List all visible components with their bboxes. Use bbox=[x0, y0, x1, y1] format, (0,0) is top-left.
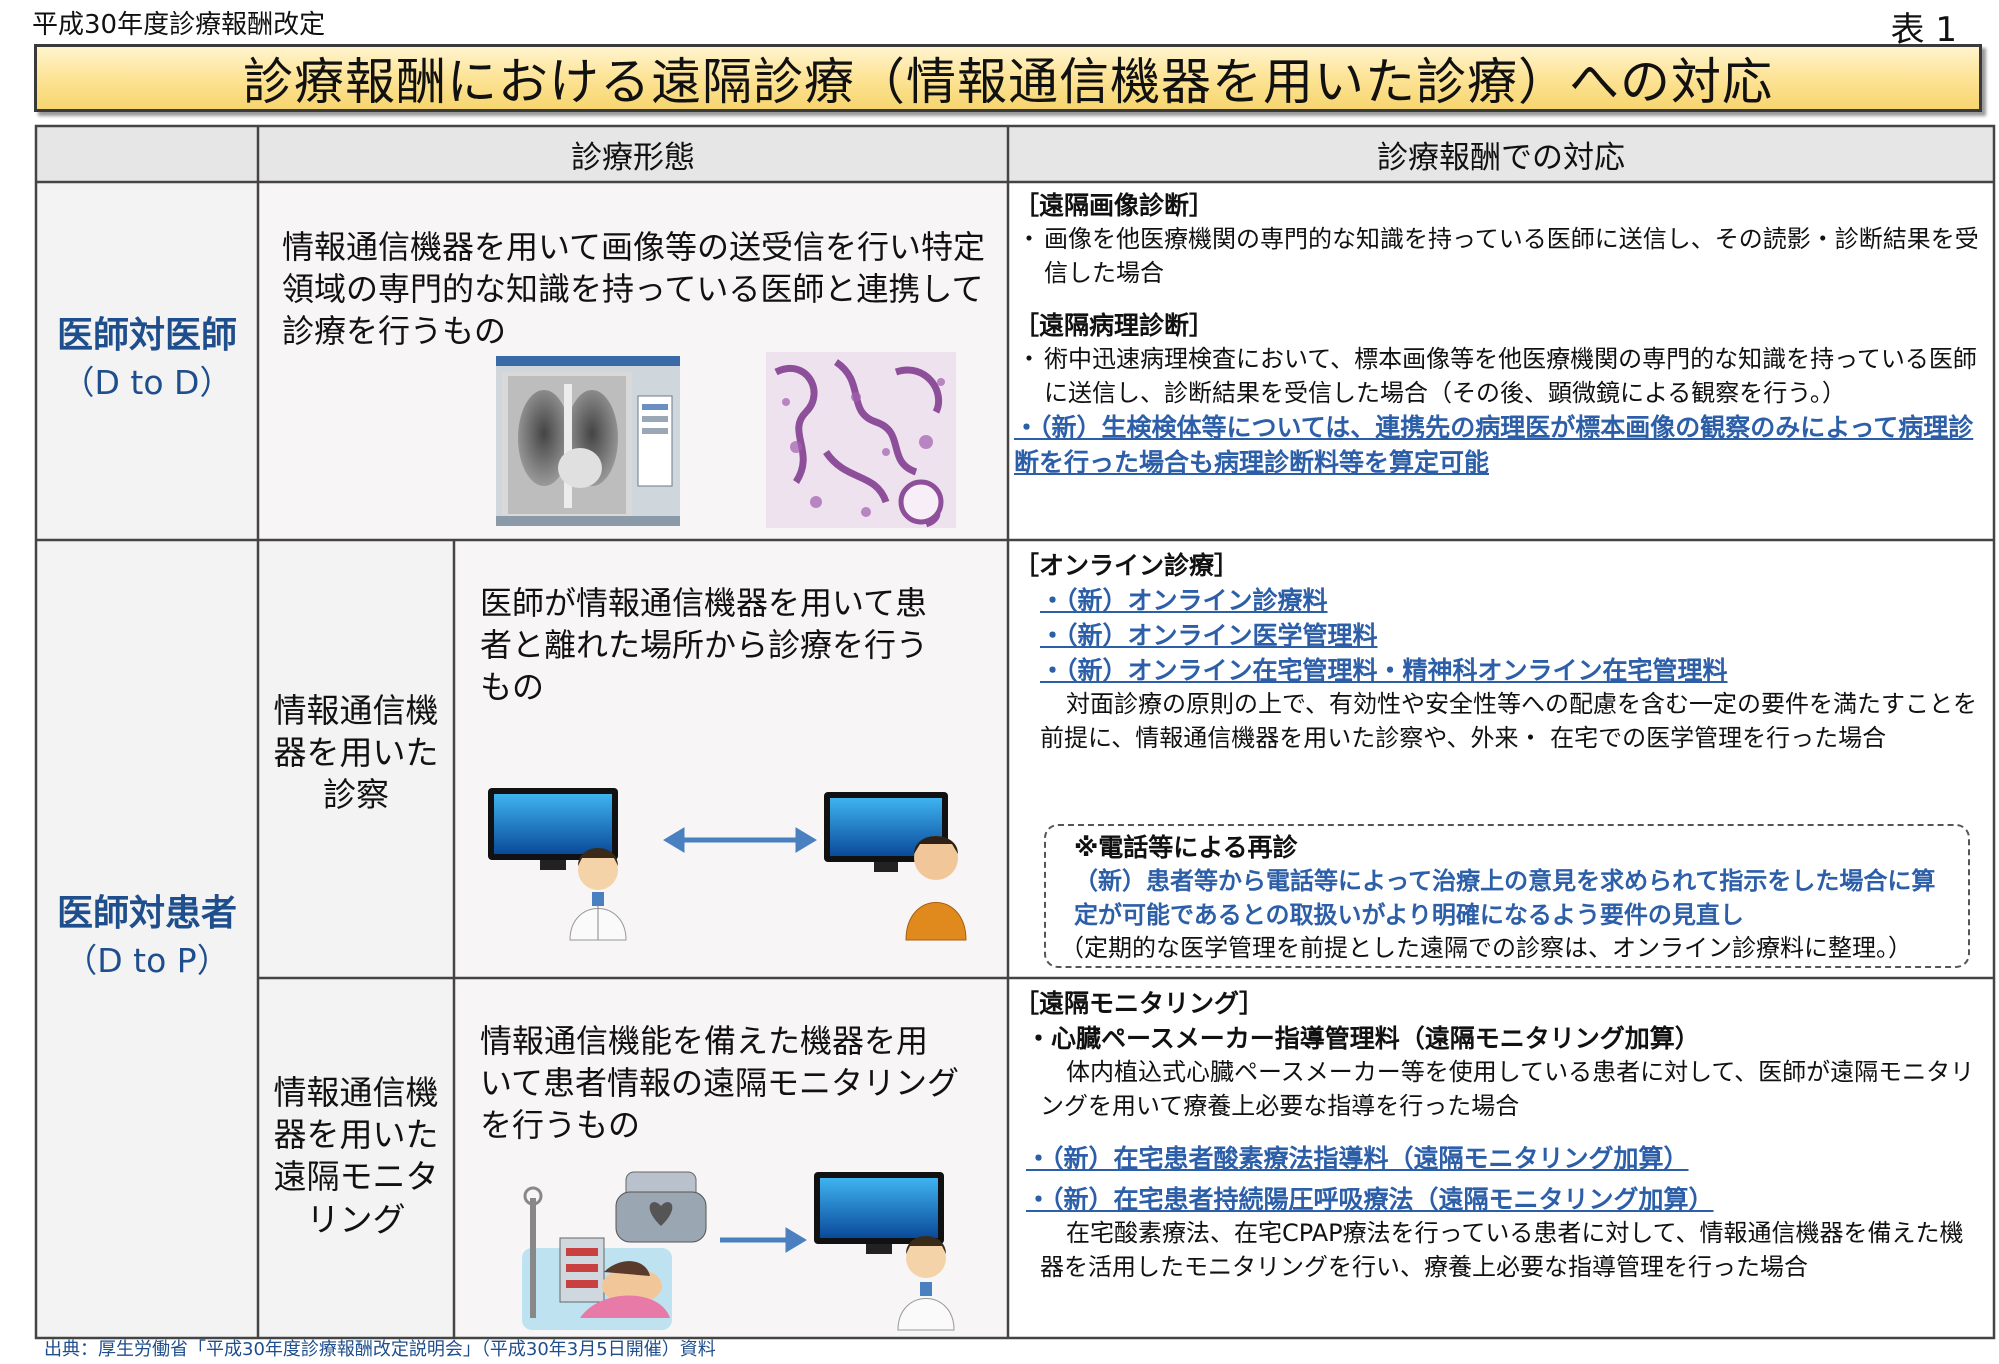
row-label-dtop: 医師対患者 （D to P） bbox=[36, 890, 258, 983]
online-response: ［オンライン診療］ ・（新）オンライン診療料 ・（新）オンライン医学管理料 ・（… bbox=[1014, 548, 1986, 755]
new-biopsy-note: ・（新）生検検体等については、連携先の病理医が標本画像の観察のみによって病理診断… bbox=[1014, 413, 1974, 478]
monitor-heading: ［遠隔モニタリング］ bbox=[1014, 989, 1265, 1018]
remote-pathology-item: ・術中迅速病理検査において、標本画像等を他医療機関の専門的な知識を持っている医師… bbox=[1014, 343, 1986, 410]
phone-revisit-note: （定期的な医学管理を前提とした遠隔での診察は、オンライン診療料に整理。） bbox=[1060, 934, 1912, 963]
doctor-figure bbox=[569, 848, 627, 941]
phone-revisit-new: （新）患者等から電話等によって治療上の意見を求められて指示をした場合に算定が可能… bbox=[1074, 867, 1936, 929]
xray-image bbox=[496, 356, 680, 526]
pacemaker-fee: ・心臓ペースメーカー指導管理料（遠隔モニタリング加算） bbox=[1026, 1024, 1700, 1053]
home-cpap-fee[interactable]: ・（新）在宅患者持続陽圧呼吸療法（遠隔モニタリング加算） bbox=[1026, 1185, 1714, 1215]
dtod-response: ［遠隔画像診断］ ・画像を他医療機関の専門的な知識を持っている医師に送信し、その… bbox=[1014, 188, 1986, 480]
double-arrow bbox=[663, 827, 817, 853]
table-number: 表 1 bbox=[1890, 10, 1957, 50]
phone-revisit-content: ※電話等による再診 （新）患者等から電話等によって治療上の意見を求められて指示を… bbox=[1060, 830, 1964, 966]
bullet-dot: ・ bbox=[1017, 345, 1041, 374]
row-label-dtop-sub: （D to P） bbox=[64, 940, 230, 980]
monitoring-illustration bbox=[522, 1171, 955, 1331]
row-label-dtod: 医師対医師 （D to D） bbox=[36, 312, 258, 405]
header-form: 診療形態 bbox=[571, 139, 695, 176]
monitor-description: 情報通信機能を備えた機器を用いて患者情報の遠隔モニタリングを行うもの bbox=[480, 1022, 960, 1145]
page-title: 診療報酬における遠隔診療（情報通信機器を用いた診療）への対応 bbox=[34, 44, 1982, 112]
remote-monitor bbox=[814, 1172, 944, 1254]
home-therapy-text: 在宅酸素療法、在宅CPAP療法を行っている患者に対して、情報通信機器を備えた機器… bbox=[1040, 1219, 1964, 1281]
home-oxygen-fee[interactable]: ・（新）在宅患者酸素療法指導料（遠隔モニタリング加算） bbox=[1026, 1144, 1689, 1174]
online-condition-text: 対面診療の原則の上で、有効性や安全性等への配慮を含む一定の要件を満たすことを前提… bbox=[1040, 690, 1978, 752]
online-medical-mgmt-fee[interactable]: ・（新）オンライン医学管理料 bbox=[1040, 621, 1378, 650]
header-response: 診療報酬での対応 bbox=[1377, 139, 1625, 176]
sublabel-monitor: 情報通信機器を用いた遠隔モニタリング bbox=[273, 1073, 439, 1239]
pacemaker-text: 体内植込式心臓ペースメーカー等を使用している患者に対して、医師が遠隔モニタリング… bbox=[1040, 1058, 1975, 1120]
dtod-description: 情報通信機器を用いて画像等の送受信を行い特定領域の専門的な知識を持っている医師と… bbox=[282, 228, 986, 351]
monitor-arrow bbox=[720, 1227, 807, 1253]
patient-figure bbox=[905, 836, 967, 941]
source-footer: 出典：厚生労働省「平成30年度診療報酬改定説明会」（平成30年3月5日開催）資料 bbox=[44, 1339, 716, 1360]
online-home-mgmt-fee[interactable]: ・（新）オンライン在宅管理料・精神科オンライン在宅管理料 bbox=[1040, 656, 1728, 685]
remote-image-text: 画像を他医療機関の専門的な知識を持っている医師に送信し、その読影・診断結果を受信… bbox=[1044, 225, 1979, 287]
remote-image-heading: ［遠隔画像診断］ bbox=[1014, 191, 1215, 220]
online-description: 医師が情報通信機器を用いて患者と離れた場所から診療を行うもの bbox=[480, 584, 929, 707]
monitor-response: ［遠隔モニタリング］ ・心臓ペースメーカー指導管理料（遠隔モニタリング加算） 体… bbox=[1014, 986, 1986, 1284]
phone-revisit-heading: ※電話等による再診 bbox=[1074, 833, 1298, 862]
pathology-image bbox=[766, 352, 956, 528]
row-label-dtod-title: 医師対医師 bbox=[56, 315, 237, 356]
remote-pathology-heading: ［遠隔病理診断］ bbox=[1014, 311, 1215, 341]
bullet-dot: ・ bbox=[1017, 225, 1041, 253]
remote-pathology-text: 術中迅速病理検査において、標本画像等を他医療機関の専門的な知識を持っている医師に… bbox=[1044, 345, 1977, 407]
online-heading: ［オンライン診療］ bbox=[1014, 551, 1240, 580]
remote-image-item: ・画像を他医療機関の専門的な知識を持っている医師に送信し、その読影・診断結果を受… bbox=[1014, 223, 1986, 290]
phone-revisit-box bbox=[1044, 824, 1970, 968]
row-label-dtop-title: 医師対患者 bbox=[56, 893, 237, 934]
pacemaker-device bbox=[615, 1171, 707, 1243]
doctor-monitor bbox=[488, 788, 618, 870]
remote-doctor-figure bbox=[897, 1236, 955, 1331]
revision-note: 平成30年度診療報酬改定 bbox=[32, 10, 326, 40]
row-label-dtod-sub: （D to D） bbox=[61, 362, 233, 402]
online-fee[interactable]: ・（新）オンライン診療料 bbox=[1040, 586, 1328, 615]
online-illustration bbox=[488, 788, 967, 941]
home-patient-figure bbox=[522, 1186, 672, 1330]
page-title-text: 診療報酬における遠隔診療（情報通信機器を用いた診療）への対応 bbox=[243, 53, 1773, 111]
sublabel-online: 情報通信機器を用いた診察 bbox=[273, 691, 439, 815]
